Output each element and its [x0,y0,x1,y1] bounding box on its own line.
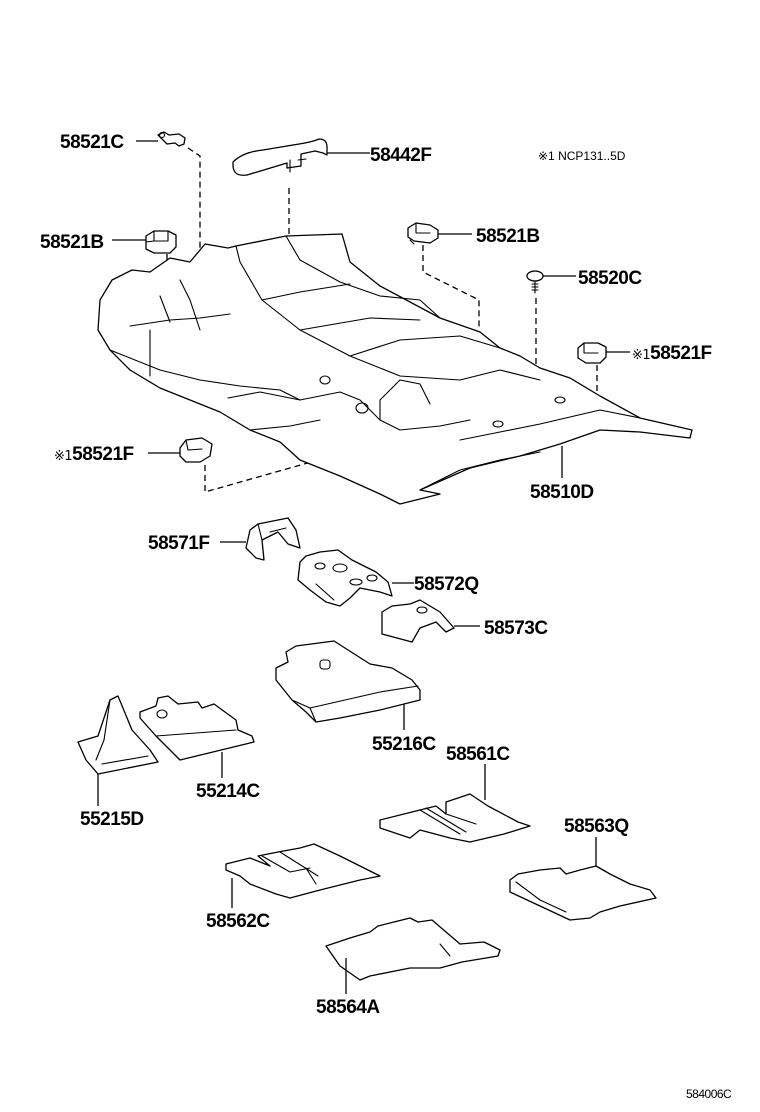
part-58521C[interactable]: 58521C [60,131,201,330]
label-58521C[interactable]: 58521C [60,132,125,153]
part-58510D[interactable]: 58510D [97,233,693,505]
part-58521F-left[interactable]: ※158521F [54,437,337,493]
label-55216C[interactable]: 55216C [372,734,437,755]
label-58521F-left[interactable]: ※158521F [54,444,134,465]
part-58572Q[interactable]: 58572Q [297,549,479,607]
label-58521B-right[interactable]: 58521B [476,226,540,247]
part-58520C[interactable]: 58520C [526,268,643,424]
part-55214C[interactable]: 55214C [139,695,261,802]
part-55215D[interactable]: 55215D [77,695,159,830]
diagram-reference-code: 584006C [686,1087,732,1101]
label-58521B-left[interactable]: 58521B [40,232,104,253]
label-58562C[interactable]: 58562C [206,911,271,932]
part-58561C[interactable]: 58561C [379,744,531,843]
label-58561C[interactable]: 58561C [446,744,511,765]
part-58562C[interactable]: 58562C [206,843,381,932]
part-58521F-right[interactable]: ※158521F [577,342,712,398]
label-55215D[interactable]: 55215D [80,809,144,830]
label-58571F[interactable]: 58571F [148,533,210,554]
label-55214C[interactable]: 55214C [196,781,261,802]
label-58520C[interactable]: 58520C [578,268,643,289]
label-58573C[interactable]: 58573C [484,618,549,639]
label-58563Q[interactable]: 58563Q [564,816,629,837]
part-55216C[interactable]: 55216C [275,640,437,755]
part-58563Q[interactable]: 58563Q [509,816,657,921]
part-58571F[interactable]: 58571F [148,517,301,561]
part-58442F[interactable]: 58442F [232,138,432,420]
label-58442F[interactable]: 58442F [370,145,432,166]
label-58572Q[interactable]: 58572Q [414,574,479,595]
model-note: ※1 NCP131..5D [538,149,626,163]
part-58521B-left[interactable]: 58521B [40,230,177,355]
label-58510D[interactable]: 58510D [530,482,594,503]
part-58573C[interactable]: 58573C [381,599,549,643]
part-58564A[interactable]: 58564A [316,917,501,1018]
mark-1: ※1 [632,348,650,363]
label-58521F-right[interactable]: ※158521F [632,343,712,364]
label-58564A[interactable]: 58564A [316,997,381,1018]
part-58521B-right[interactable]: 58521B [407,222,540,330]
